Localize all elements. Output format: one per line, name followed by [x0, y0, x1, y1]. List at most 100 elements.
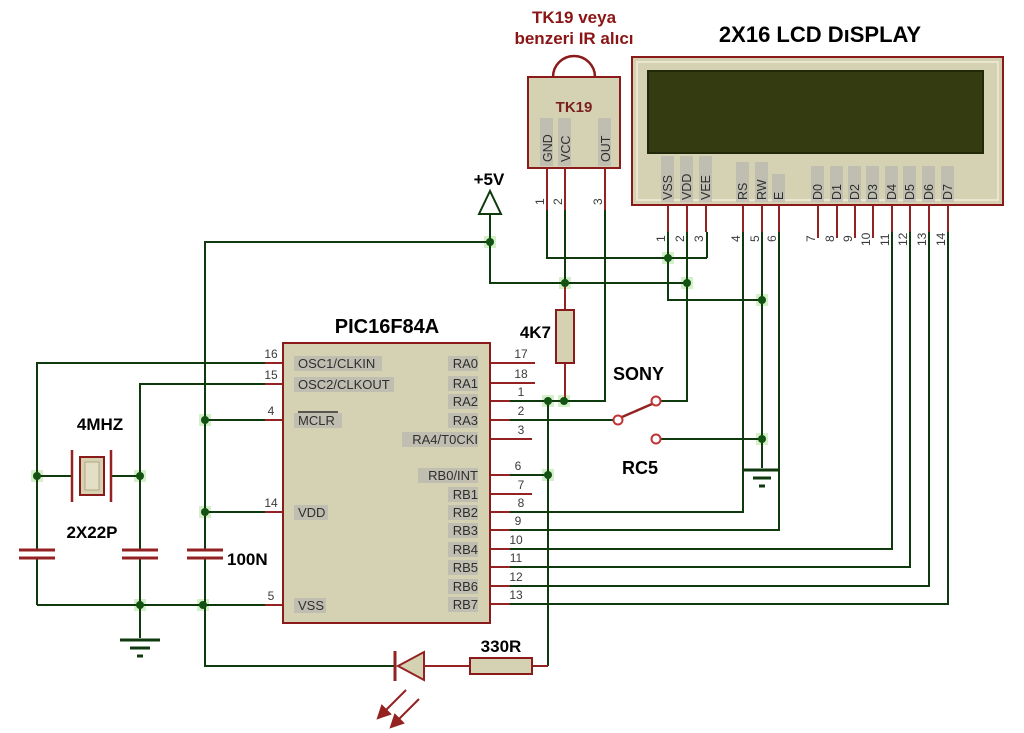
mcu-pinnum-1: 1: [518, 385, 525, 399]
lcd-pinnum-12: 12: [896, 232, 910, 246]
mcu-pin-rb6: RB6: [453, 579, 478, 594]
mcu-pinnum-5: 5: [268, 589, 275, 603]
mcu-pinnum-4: 4: [268, 404, 275, 418]
tk19-pin-out: OUT: [599, 135, 613, 162]
lcd-pinnum-6: 6: [765, 235, 779, 242]
lcd-pinnum-9: 9: [841, 235, 855, 242]
supply-5v[interactable]: +5V: [474, 170, 505, 215]
crystal-4mhz[interactable]: 4MHZ: [70, 415, 123, 502]
wire-tk19-net: [510, 210, 762, 402]
mcu-pin-ra4: RA4/T0CKI: [412, 432, 478, 447]
switch-sony-contact[interactable]: [650, 395, 662, 407]
mcu-pin-vss: VSS: [298, 598, 324, 613]
mcu-pinnum-13: 13: [509, 588, 523, 602]
led-triangle: [395, 650, 425, 682]
lcd-pin-d6: D6: [922, 184, 936, 200]
lcd-label-strips: [661, 156, 954, 202]
ground-symbol-right: [744, 468, 780, 488]
resistor-4k7[interactable]: 4K7: [520, 309, 575, 364]
lcd-pinnum-7: 7: [804, 235, 818, 242]
mcu-pin-ra1: RA1: [453, 376, 478, 391]
tk19-strip-gnd: [540, 118, 553, 166]
lcd-pinnum-13: 13: [915, 232, 929, 246]
tk19-pinnum-2: 2: [551, 198, 565, 205]
tk19-name: TK19: [556, 99, 593, 116]
lcd-pin-rw: RW: [755, 179, 769, 200]
protocol-switch[interactable]: SONY RC5: [612, 364, 664, 478]
pin-stubs: [265, 168, 949, 667]
switch-common-contact[interactable]: [612, 414, 624, 426]
lcd-pinnum-14: 14: [934, 232, 948, 246]
mcu-pin-ra0: RA0: [453, 356, 478, 371]
mcu-pin-rb2: RB2: [453, 505, 478, 520]
mcu-pinnum-2: 2: [518, 404, 525, 418]
lcd-pinnum-8: 8: [823, 235, 837, 242]
lcd-pinnum-2: 2: [673, 235, 687, 242]
mcu-pin-ra2: RA2: [453, 394, 478, 409]
lcd-pin-d3: D3: [866, 184, 880, 200]
mcu-pinnum-17: 17: [514, 347, 528, 361]
lcd-pin-d7: D7: [941, 184, 955, 200]
wire-oscillator-net: [36, 362, 283, 638]
supply-label: +5V: [474, 170, 505, 189]
tk19-ir-receiver[interactable]: TK19 GND VCC OUT 1 2 3: [527, 54, 621, 205]
capacitor-c1[interactable]: [19, 548, 55, 560]
mcu-pin-rb4: RB4: [453, 542, 478, 557]
mcu-pinnum-8: 8: [518, 496, 525, 510]
mcu-pinnum-14: 14: [264, 496, 278, 510]
lcd-pin-vee: VEE: [699, 175, 713, 200]
wires: [36, 210, 949, 667]
lcd-pin-d5: D5: [903, 184, 917, 200]
led[interactable]: [376, 650, 425, 729]
lcd-pinnum-10: 10: [859, 232, 873, 246]
mcu-pinnum-16: 16: [264, 347, 278, 361]
resistor-4k7-label: 4K7: [520, 323, 551, 342]
ir-note-line1: TK19 veya: [532, 8, 617, 27]
mcu-pin-rb7: RB7: [453, 597, 478, 612]
mcu-pinnum-10: 10: [509, 533, 523, 547]
mcu-pin-rb0: RB0/INT: [428, 468, 478, 483]
mcu-pin-ra3: RA3: [453, 413, 478, 428]
switch-rc5-contact[interactable]: [650, 433, 662, 445]
lcd-pinnum-4: 4: [729, 235, 743, 242]
lcd-pinnum-5: 5: [748, 235, 762, 242]
wire-lcd-bus: [510, 232, 949, 605]
lcd-pin-d2: D2: [848, 184, 862, 200]
mcu-pin-rb1: RB1: [453, 487, 478, 502]
mcu-pin-osc2: OSC2/CLKOUT: [298, 377, 390, 392]
wire-switch-ground-net: [510, 232, 763, 468]
pic16f84a-chip[interactable]: PIC16F84A OSC1/CLKIN OSC2/CLKOUT MCLR: [264, 316, 528, 624]
mcu-pin-rb3: RB3: [453, 523, 478, 538]
lcd-title: 2X16 LCD DıSPLAY: [719, 22, 921, 47]
ir-dome: [551, 54, 597, 78]
tk19-pin-gnd: GND: [541, 134, 555, 162]
mcu-label-strips: [294, 356, 478, 613]
resistor-330r[interactable]: 330R: [469, 637, 533, 675]
ground-symbol-left: [120, 638, 160, 658]
crystal-label: 4MHZ: [77, 415, 123, 434]
lcd-pin-vss: VSS: [661, 175, 675, 200]
lcd-pin-d1: D1: [830, 184, 844, 200]
junction-dots: [33, 238, 766, 609]
lcd-pin-d0: D0: [811, 184, 825, 200]
capacitor-c2[interactable]: 2X22P: [66, 523, 158, 560]
lcd-module[interactable]: 2X16 LCD DıSPLAY VSS VDD VEE RS RW E D0 …: [631, 22, 1004, 246]
tk19-pinnum-1: 1: [533, 198, 547, 205]
ir-note: TK19 veya benzeri IR alıcı: [514, 8, 633, 48]
capacitor-100n[interactable]: 100N: [187, 548, 268, 569]
wire-power-rails: [204, 215, 687, 605]
lcd-pinnum-3: 3: [692, 235, 706, 242]
lcd-pin-d4: D4: [885, 184, 899, 200]
crystal-inner: [84, 461, 100, 491]
decoupling-label: 100N: [227, 550, 268, 569]
lcd-pinnum-11: 11: [878, 233, 892, 246]
mcu-pinnum-6: 6: [515, 459, 522, 473]
mcu-pinnum-15: 15: [264, 368, 278, 382]
switch-sony-label: SONY: [613, 364, 664, 384]
lcd-pin-vdd: VDD: [680, 174, 694, 200]
resistor-330r-label: 330R: [481, 637, 522, 656]
switch-lever[interactable]: [621, 402, 653, 419]
mcu-pin-osc1: OSC1/CLKIN: [298, 356, 375, 371]
ir-note-line2: benzeri IR alıcı: [514, 29, 633, 48]
